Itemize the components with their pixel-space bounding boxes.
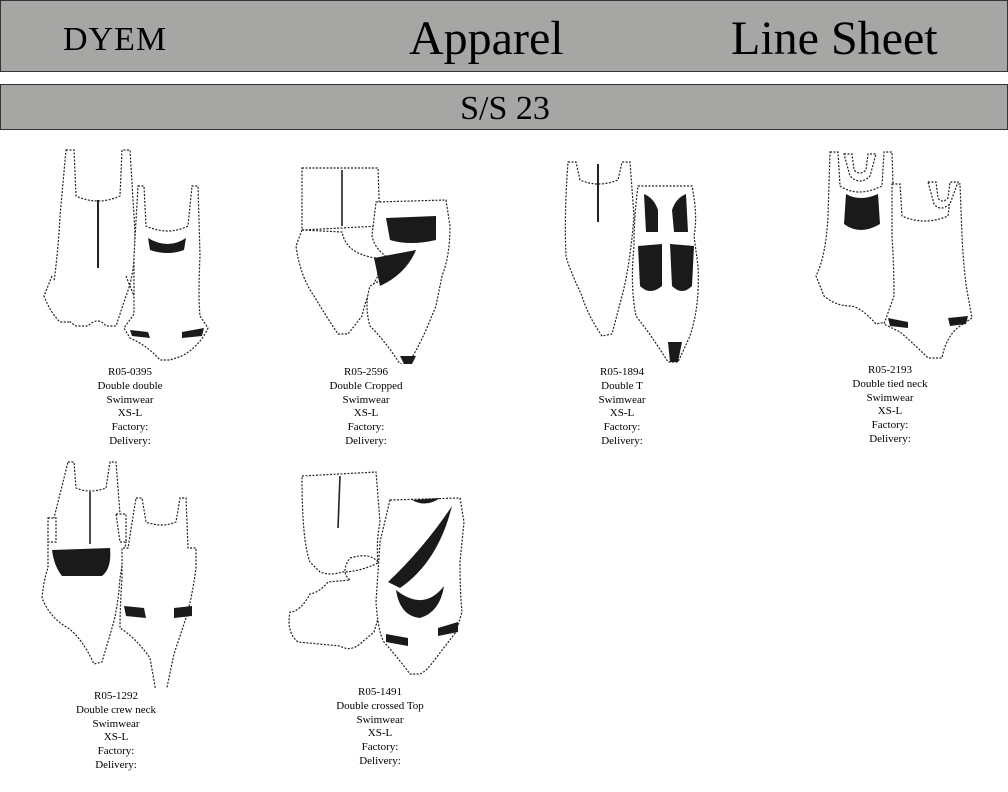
- brand-name: DYEM: [63, 21, 168, 58]
- swimsuit-sketch: [43, 149, 209, 361]
- product-size: XS-L: [117, 407, 143, 420]
- product-factory: Factory:: [871, 419, 909, 432]
- product-name: Double double: [97, 379, 163, 392]
- product-size: XS-L: [609, 407, 635, 420]
- product-delivery: Delivery:: [109, 434, 151, 447]
- product-delivery: Delivery:: [869, 432, 911, 445]
- product-card: R05-2193 Double tied neck Swimwear XS-L …: [790, 146, 990, 447]
- product-category: Swimwear: [356, 713, 404, 726]
- product-factory: Factory:: [603, 421, 641, 434]
- product-code: R05-1894: [600, 366, 644, 378]
- product-category: Swimwear: [598, 393, 646, 406]
- product-category: Swimwear: [106, 393, 154, 406]
- product-card: R05-1292 Double crew neck Swimwear XS-L …: [16, 458, 216, 773]
- product-category: Swimwear: [92, 717, 140, 730]
- product-size: XS-L: [353, 407, 379, 420]
- product-card: R05-2596 Double Cropped Swimwear XS-L Fa…: [266, 146, 466, 449]
- product-size: XS-L: [367, 727, 393, 740]
- swimsuit-sketch: [564, 161, 699, 363]
- product-size: XS-L: [877, 405, 903, 418]
- product-size: XS-L: [103, 731, 129, 744]
- product-name: Double tied neck: [852, 377, 928, 390]
- swimsuit-sketch: [815, 151, 973, 359]
- product-delivery: Delivery:: [345, 434, 387, 447]
- product-factory: Factory:: [347, 421, 385, 434]
- product-name: Double Cropped: [329, 379, 403, 392]
- product-factory: Factory:: [361, 741, 399, 754]
- product-code: R05-0395: [108, 366, 152, 378]
- product-code: R05-1491: [358, 686, 402, 698]
- swimsuit-sketch: [41, 461, 197, 688]
- product-delivery: Delivery:: [601, 434, 643, 447]
- page-title: Apparel: [409, 12, 564, 65]
- swimsuit-sketch: [288, 471, 465, 675]
- product-category: Swimwear: [866, 391, 914, 404]
- product-code: R05-2193: [868, 364, 912, 376]
- product-code: R05-2596: [344, 366, 388, 378]
- product-card: R05-0395 Double double Swimwear XS-L Fac…: [30, 146, 230, 449]
- header-bar: DYEM Apparel Line Sheet: [0, 0, 1008, 72]
- product-factory: Factory:: [97, 745, 135, 758]
- product-category: Swimwear: [342, 393, 390, 406]
- season-bar: S/S 23: [0, 84, 1008, 130]
- season-label: S/S 23: [460, 90, 550, 127]
- swimsuit-sketch: [295, 167, 451, 364]
- product-card: R05-1491 Double crossed Top Swimwear XS-…: [280, 462, 480, 769]
- product-name: Double T: [601, 379, 643, 392]
- product-factory: Factory:: [111, 421, 149, 434]
- product-code: R05-1292: [94, 690, 138, 702]
- product-card: R05-1894 Double T Swimwear XS-L Factory:…: [522, 146, 722, 449]
- page-subtitle: Line Sheet: [731, 12, 938, 65]
- product-delivery: Delivery:: [95, 758, 137, 771]
- product-name: Double crew neck: [75, 703, 157, 716]
- product-name: Double crossed Top: [336, 699, 424, 712]
- product-delivery: Delivery:: [359, 754, 401, 767]
